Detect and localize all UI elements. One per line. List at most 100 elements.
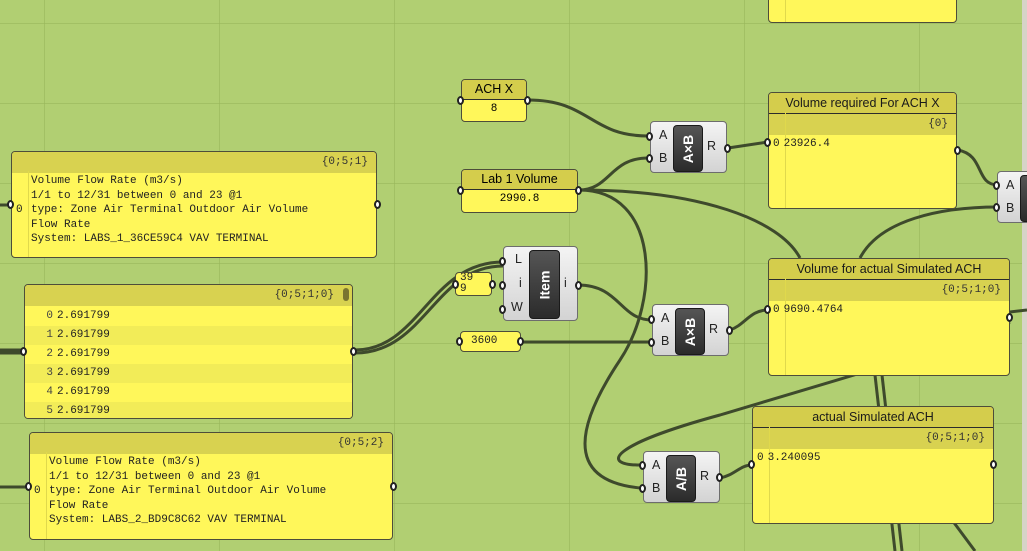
input-grip[interactable] — [457, 186, 464, 195]
input-grip[interactable] — [25, 482, 32, 491]
input-grip[interactable] — [457, 96, 464, 105]
input-b[interactable]: B — [661, 334, 670, 348]
component-multiply-1[interactable]: A B A×B R — [650, 121, 727, 173]
input-a[interactable]: A — [652, 458, 661, 472]
index-column — [769, 112, 786, 208]
panel-title: Volume for actual Simulated ACH — [769, 259, 1009, 280]
panel-flow-rate-2[interactable]: {0;5;2} 0 Volume Flow Rate (m3/s) 1/1 to… — [29, 432, 393, 540]
wire-achx-to-mult1 — [527, 98, 649, 138]
input-grip[interactable] — [499, 257, 506, 266]
input-grip[interactable] — [764, 305, 771, 314]
panel-volume-required[interactable]: Volume required For ACH X {0} 0 23926.4 — [768, 92, 957, 209]
text-line: Volume Flow Rate (m3/s) — [49, 456, 201, 468]
wire-right-out — [1009, 308, 1027, 314]
input-index[interactable]: i — [519, 276, 522, 290]
input-a[interactable]: A — [1006, 178, 1015, 192]
input-a[interactable]: A — [661, 311, 670, 325]
wire-mult2-to-volactual — [729, 308, 769, 332]
panel-path: {0;5;1} — [12, 152, 376, 173]
component-list-item[interactable]: L i W Item i — [503, 246, 578, 321]
input-grip[interactable] — [748, 460, 755, 469]
canvas-scrollbar[interactable] — [1022, 0, 1027, 551]
param-lab-volume[interactable]: Lab 1 Volume 2990.8 — [461, 169, 578, 213]
input-grip[interactable] — [456, 337, 463, 346]
input-grip[interactable] — [499, 305, 506, 314]
panel-text: Volume Flow Rate (m3/s) 1/1 to 12/31 bet… — [49, 455, 326, 528]
output-grip[interactable] — [489, 280, 496, 289]
input-grip[interactable] — [648, 338, 655, 347]
input-wrap[interactable]: W — [511, 300, 523, 314]
component-multiply-2[interactable]: A B A×B R — [652, 304, 729, 356]
output-r[interactable]: R — [707, 139, 717, 153]
text-line: type: Zone Air Terminal Outdoor Air Volu… — [49, 485, 327, 497]
output-grip[interactable] — [1006, 313, 1013, 322]
param-seconds[interactable]: 3600 — [460, 331, 521, 352]
wire-labvol-to-divide — [578, 188, 648, 490]
input-grip[interactable] — [648, 315, 655, 324]
input-grip[interactable] — [639, 484, 646, 493]
panel-text: Volume Flow Rate (m3/s) 1/1 to 12/31 bet… — [31, 174, 308, 247]
input-b[interactable]: B — [652, 481, 661, 495]
input-grip[interactable] — [639, 461, 646, 470]
item-index: 0 — [757, 452, 764, 464]
panel-path: {0;5;1;0} — [769, 280, 1009, 301]
output-grip[interactable] — [724, 144, 731, 153]
item-value: 9690.4764 — [783, 304, 844, 316]
output-grip[interactable] — [954, 146, 961, 155]
input-grip[interactable] — [646, 132, 653, 141]
top-panel-partial[interactable] — [768, 0, 957, 23]
input-a[interactable]: A — [659, 128, 668, 142]
input-grip[interactable] — [20, 347, 27, 356]
param-value: 8 — [490, 103, 498, 115]
wire-volactual-to-right — [858, 205, 999, 259]
wire-down-3 — [950, 519, 977, 551]
output-grip[interactable] — [524, 96, 531, 105]
panel-path: {0} — [769, 114, 956, 135]
input-grip[interactable] — [993, 181, 1000, 190]
input-grip[interactable] — [7, 200, 14, 209]
input-grip[interactable] — [646, 154, 653, 163]
output-grip[interactable] — [716, 473, 723, 482]
param-index[interactable]: 39 9 — [455, 272, 492, 296]
item-index: 0 — [16, 204, 23, 216]
scrollbar-thumb[interactable] — [343, 288, 349, 301]
param-label: Lab 1 Volume — [462, 170, 577, 190]
panel-volume-actual[interactable]: Volume for actual Simulated ACH {0;5;1;0… — [768, 258, 1010, 376]
output-grip[interactable] — [390, 482, 397, 491]
panel-actual-ach[interactable]: actual Simulated ACH {0;5;1;0} 0 3.24009… — [752, 406, 994, 524]
output-grip[interactable] — [990, 460, 997, 469]
input-b[interactable]: B — [1006, 201, 1015, 215]
output-grip[interactable] — [575, 186, 582, 195]
wire-volreq-to-right — [957, 148, 999, 187]
panel-flow-rate-1[interactable]: {0;5;1} 0 Volume Flow Rate (m3/s) 1/1 to… — [11, 151, 377, 258]
output-grip[interactable] — [726, 326, 733, 335]
component-divide[interactable]: A B A/B R — [643, 451, 720, 503]
input-list[interactable]: L — [515, 252, 522, 266]
index-column — [30, 452, 47, 539]
input-grip[interactable] — [499, 281, 506, 290]
input-grip[interactable] — [993, 203, 1000, 212]
text-line: System: LABS_2_BD9C8C62 VAV TERMINAL — [49, 514, 287, 526]
input-grip[interactable] — [452, 280, 459, 289]
output-grip[interactable] — [350, 347, 357, 356]
text-line: Flow Rate — [31, 218, 91, 231]
item-value: 3.240095 — [767, 452, 821, 464]
panel-path: {0;5;1;0} — [25, 285, 352, 306]
item-index: 0 — [34, 485, 41, 497]
output-r[interactable]: R — [700, 469, 710, 483]
output-grip[interactable] — [575, 281, 582, 290]
output-grip[interactable] — [517, 337, 524, 346]
output-grip[interactable] — [374, 200, 381, 209]
output-r[interactable]: R — [709, 322, 719, 336]
input-grip[interactable] — [764, 138, 771, 147]
param-ach-x[interactable]: ACH X 8 — [461, 79, 527, 122]
wire-labvol-to-volactual — [578, 188, 802, 259]
component-icon — [1020, 175, 1027, 222]
input-b[interactable]: B — [659, 151, 668, 165]
component-partial-right[interactable]: A B — [997, 171, 1027, 223]
output-item[interactable]: i — [564, 276, 567, 290]
list-item-icon: Item — [529, 250, 560, 319]
